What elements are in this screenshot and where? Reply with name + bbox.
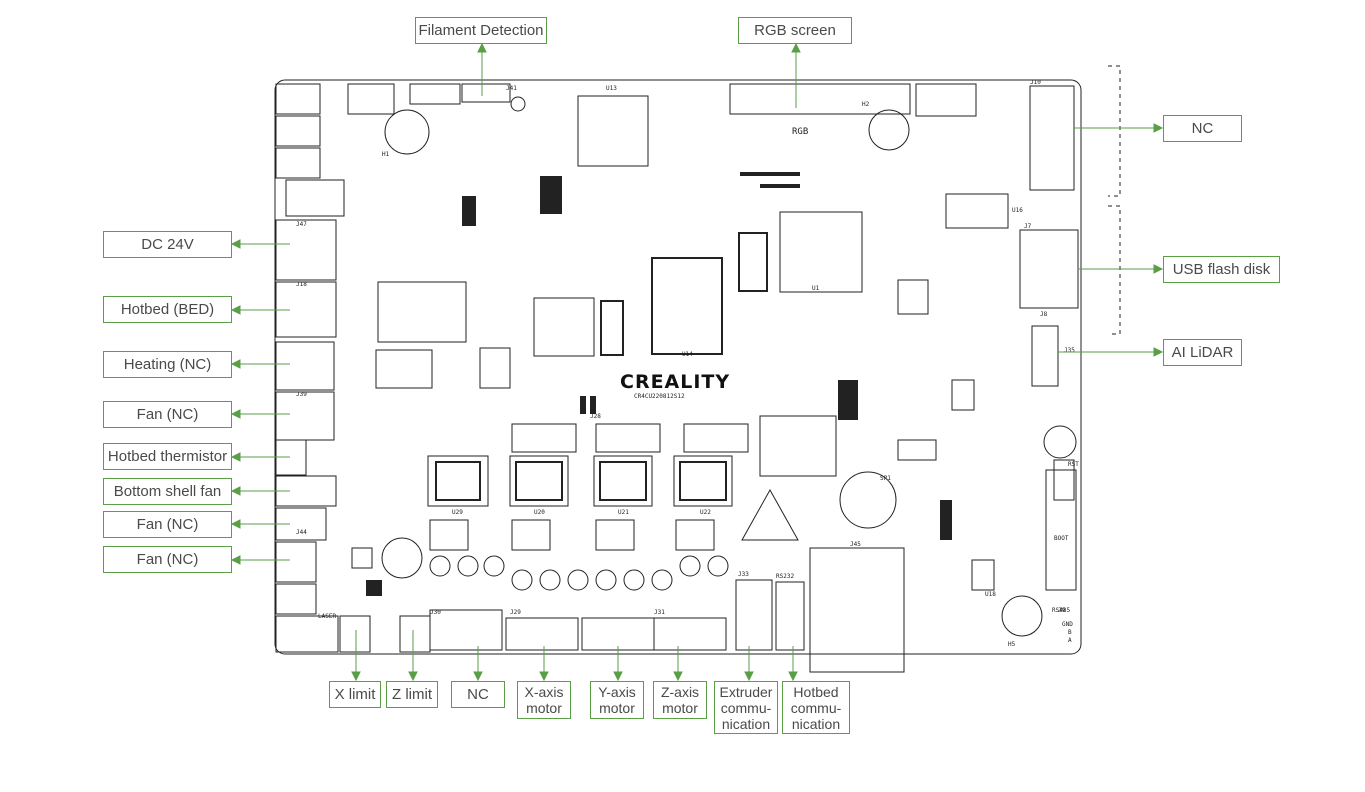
- designator-j7: J7: [1024, 223, 1032, 230]
- designator-j45: J45: [850, 541, 861, 548]
- designator-j39: J39: [296, 391, 307, 398]
- x-axis-line2: motor: [526, 700, 562, 716]
- label-filament-detection: Filament Detection: [415, 17, 547, 44]
- chip-u14: [651, 257, 723, 355]
- designator-gnd: GND: [1062, 621, 1073, 628]
- label-heating-nc: Heating (NC): [103, 351, 232, 378]
- designator-j41: J41: [506, 85, 517, 92]
- label-x-axis-motor: X-axis motor: [517, 681, 571, 719]
- designator-j30: J30: [430, 609, 441, 616]
- label-nc-bottom: NC: [451, 681, 505, 708]
- brand-logo: CREALITY: [620, 371, 730, 393]
- label-rgb-screen: RGB screen: [738, 17, 852, 44]
- designator-h5: H5: [1008, 641, 1016, 648]
- z-axis-line2: motor: [662, 700, 698, 716]
- chip-u1: [779, 211, 863, 293]
- designator-j29: J29: [510, 609, 521, 616]
- label-bottom-shell-fan: Bottom shell fan: [103, 478, 232, 505]
- designator-rs485: RS485: [1052, 607, 1070, 614]
- label-ai-lidar: AI LiDAR: [1163, 339, 1242, 366]
- designator-u22: U22: [700, 509, 711, 516]
- designator-j47: J47: [296, 221, 307, 228]
- designator-rst: RST: [1068, 461, 1079, 468]
- designator-u20: U20: [534, 509, 545, 516]
- designator-u14: U14: [682, 351, 693, 358]
- designator-laser: LASER: [318, 613, 336, 620]
- designator-sp1: SP1: [880, 475, 891, 482]
- label-fan-nc-1: Fan (NC): [103, 401, 232, 428]
- designator-j44: J44: [296, 529, 307, 536]
- designator-j31: J31: [654, 609, 665, 616]
- hotbed-comm-line2: commu-: [790, 699, 842, 716]
- designator-boot: BOOT: [1054, 535, 1069, 542]
- label-fan-nc-3: Fan (NC): [103, 546, 232, 573]
- extruder-line2: commu-: [720, 699, 772, 716]
- designator-u1: U1: [812, 285, 820, 292]
- designator-u29: U29: [452, 509, 463, 516]
- designator-b: B: [1068, 629, 1072, 636]
- designator-j28: J28: [590, 413, 601, 420]
- chip-u13: [577, 95, 649, 167]
- model-code: CR4CU220812S12: [634, 393, 685, 400]
- designator-j10: J10: [1030, 79, 1041, 86]
- designator-u13: U13: [606, 85, 617, 92]
- label-fan-nc-2: Fan (NC): [103, 511, 232, 538]
- x-axis-line1: X-axis: [524, 684, 564, 700]
- label-z-limit: Z limit: [386, 681, 438, 708]
- label-hotbed-thermistor: Hotbed thermistor: [103, 443, 232, 470]
- label-usb-flash-disk: USB flash disk: [1163, 256, 1280, 283]
- designator-j8: J8: [1040, 311, 1048, 318]
- pcb-outline: [274, 79, 1082, 655]
- designator-h2: H2: [862, 101, 870, 108]
- hotbed-comm-line3: nication: [791, 715, 841, 732]
- label-y-axis-motor: Y-axis motor: [590, 681, 644, 719]
- label-hotbed-communication: Hotbed commu- nication: [782, 681, 850, 734]
- extruder-line1: Extruder: [719, 683, 773, 700]
- y-axis-line2: motor: [599, 700, 635, 716]
- label-extruder-communication: Extruder commu- nication: [714, 681, 778, 734]
- designator-u18: U18: [985, 591, 996, 598]
- label-nc-right: NC: [1163, 115, 1242, 142]
- designator-a: A: [1068, 637, 1072, 644]
- z-axis-line1: Z-axis: [660, 684, 700, 700]
- label-z-axis-motor: Z-axis motor: [653, 681, 707, 719]
- label-dc-24v: DC 24V: [103, 231, 232, 258]
- designator-h1: H1: [382, 151, 390, 158]
- designator-j33: J33: [738, 571, 749, 578]
- designator-j35: J35: [1064, 347, 1075, 354]
- rgb-silkscreen: RGB: [792, 127, 808, 137]
- label-x-limit: X limit: [329, 681, 381, 708]
- designator-rs232: RS232: [776, 573, 794, 580]
- designator-u21: U21: [618, 509, 629, 516]
- extruder-line3: nication: [721, 715, 771, 732]
- leader-lines: [230, 42, 1164, 682]
- designator-j9: J9: [1058, 607, 1066, 614]
- designator-u16: U16: [1012, 207, 1023, 214]
- designator-j18: J18: [296, 281, 307, 288]
- label-hotbed-bed: Hotbed (BED): [103, 296, 232, 323]
- hotbed-comm-line1: Hotbed: [793, 683, 839, 700]
- y-axis-line1: Y-axis: [598, 684, 636, 700]
